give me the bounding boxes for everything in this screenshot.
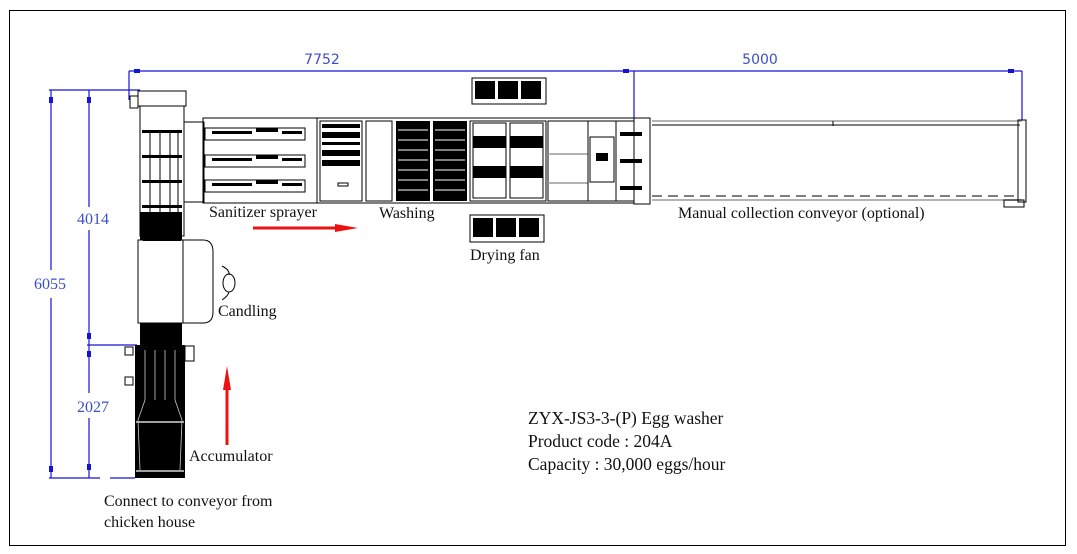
- dimension-5000: 5000: [742, 52, 778, 68]
- dimension-2027: 2027: [77, 399, 109, 416]
- label-connect-line2: chicken house: [104, 514, 195, 531]
- sanitizer-sprayer-unit: [202, 117, 318, 204]
- dimension-lower-height: 2027: [77, 345, 109, 478]
- info-capacity: Capacity : 30,000 eggs/hour: [528, 454, 726, 474]
- info-model: ZYX-JS3-3-(P) Egg washer: [528, 408, 724, 428]
- info-product-code: Product code : 204A: [528, 431, 673, 451]
- label-manual-collection: Manual collection conveyor (optional): [678, 205, 925, 222]
- label-sanitizer-sprayer: Sanitizer sprayer: [209, 204, 318, 221]
- transfer-unit: [547, 117, 651, 205]
- dimension-main-length: 7752: [128, 52, 635, 118]
- drying-fan-bottom: [469, 214, 545, 243]
- label-drying-fan: Drying fan: [470, 247, 540, 264]
- wash-flow-arrow: [253, 224, 358, 232]
- label-washing: Washing: [379, 205, 435, 222]
- label-candling: Candling: [218, 303, 277, 320]
- dimension-upper-height: 4014: [77, 90, 137, 346]
- drying-fan-top: [471, 77, 547, 105]
- dimension-4014: 4014: [77, 211, 109, 228]
- dimension-total-height: 6055: [34, 89, 140, 479]
- label-accumulator: Accumulator: [189, 448, 273, 465]
- pre-wash-unit: [319, 120, 393, 202]
- candling-unit: [137, 212, 236, 345]
- dimension-7752: 7752: [304, 52, 340, 68]
- drawing-frame: [9, 10, 1066, 546]
- label-connect-line1: Connect to conveyor from: [104, 493, 273, 510]
- dimension-6055: 6055: [34, 276, 66, 293]
- accumulator-unit: [124, 345, 195, 478]
- feed-flow-arrow: [223, 366, 231, 445]
- drying-unit: [469, 120, 547, 202]
- washing-unit: [396, 121, 467, 201]
- manual-collection-conveyor: [652, 119, 1027, 208]
- dimension-collection-length: 5000: [634, 52, 1023, 120]
